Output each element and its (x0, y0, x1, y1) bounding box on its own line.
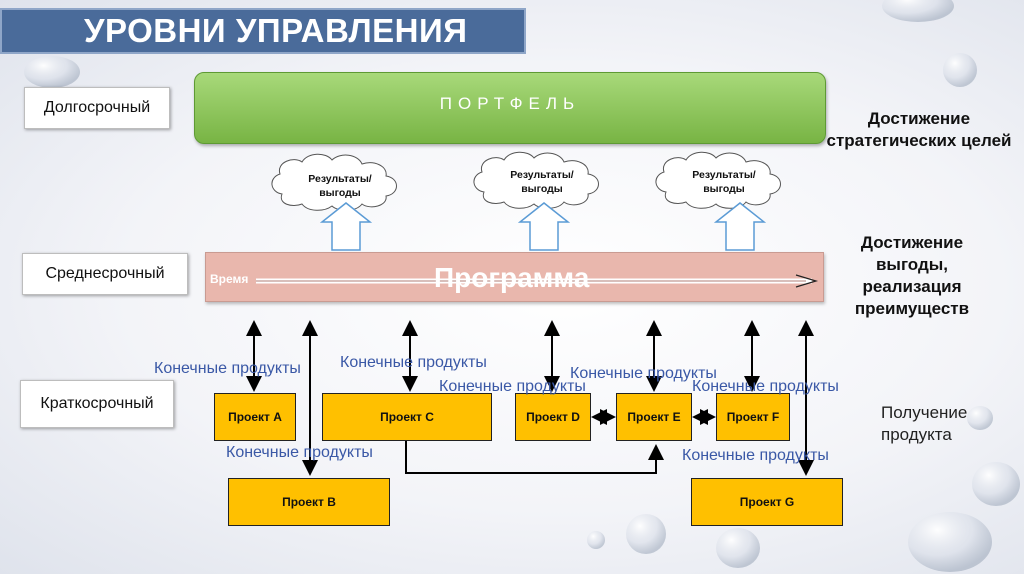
cloud-3-line-1: Результаты/ (692, 169, 756, 181)
final-products-label-1: Конечные продукты (154, 360, 301, 377)
up-arrow-3 (713, 202, 767, 251)
portfolio-bar: ПОРТФЕЛЬ (194, 72, 826, 144)
project-f: Проект F (716, 393, 790, 441)
page-title: УРОВНИ УПРАВЛЕНИЯ (0, 8, 526, 54)
cloud-1-line-1: Результаты/ (308, 173, 372, 185)
up-arrow-1 (319, 202, 373, 251)
project-b: Проект B (228, 478, 390, 526)
program-bar (205, 252, 824, 302)
cloud-1-text: Результаты/ выгоды (300, 172, 380, 200)
final-products-label-3: Конечные продукты (439, 378, 586, 395)
goal-strategic-line-1: Достижение (867, 109, 971, 128)
cloud-2-text: Результаты/ выгоды (502, 168, 582, 196)
cloud-results-3 (655, 151, 781, 209)
cloud-2-line-2: выгоды (521, 183, 563, 195)
project-d: Проект D (515, 393, 591, 441)
project-e: Проект E (616, 393, 692, 441)
cloud-results-2 (473, 151, 599, 209)
cloud-3-text: Результаты/ выгоды (684, 168, 764, 196)
goal-product-line-1: Получение (881, 403, 968, 422)
goal-benefit-line-2: выгоды, (875, 255, 949, 274)
level-medium-term: Среднесрочный (22, 253, 188, 295)
program-label: Программа (434, 262, 590, 293)
cloud-1-line-2: выгоды (319, 187, 361, 199)
project-a: Проект A (214, 393, 296, 441)
goal-strategic-line-2: стратегических целей (826, 131, 1012, 150)
level-long-term: Долгосрочный (24, 87, 170, 129)
final-products-label-7: Конечные продукты (682, 447, 829, 464)
goal-benefit: Достижение выгоды, реализация преимущест… (832, 232, 992, 320)
goal-benefit-line-1: Достижение (860, 233, 964, 252)
level-short-term: Краткосрочный (20, 380, 174, 428)
goal-benefit-line-3: реализация (862, 277, 962, 296)
link-project-c-e (405, 441, 664, 474)
project-g: Проект G (691, 478, 843, 526)
goal-benefit-line-4: преимуществ (854, 299, 970, 318)
goal-strategic: Достижение стратегических целей (820, 108, 1018, 152)
cloud-2-line-1: Результаты/ (510, 169, 574, 181)
goal-product-line-2: продукта (881, 425, 952, 444)
final-products-label-6: Конечные продукты (226, 444, 373, 461)
up-arrow-2 (517, 202, 571, 251)
final-products-label-5: Конечные продукты (692, 378, 839, 395)
cloud-3-line-2: выгоды (703, 183, 745, 195)
final-products-label-4: Конечные продукты (570, 365, 717, 382)
time-label: Время (210, 272, 249, 286)
final-products-label-2: Конечные продукты (340, 354, 487, 371)
project-c: Проект C (322, 393, 492, 441)
goal-product: Получение продукта (881, 402, 991, 446)
cloud-results-1 (271, 153, 397, 211)
